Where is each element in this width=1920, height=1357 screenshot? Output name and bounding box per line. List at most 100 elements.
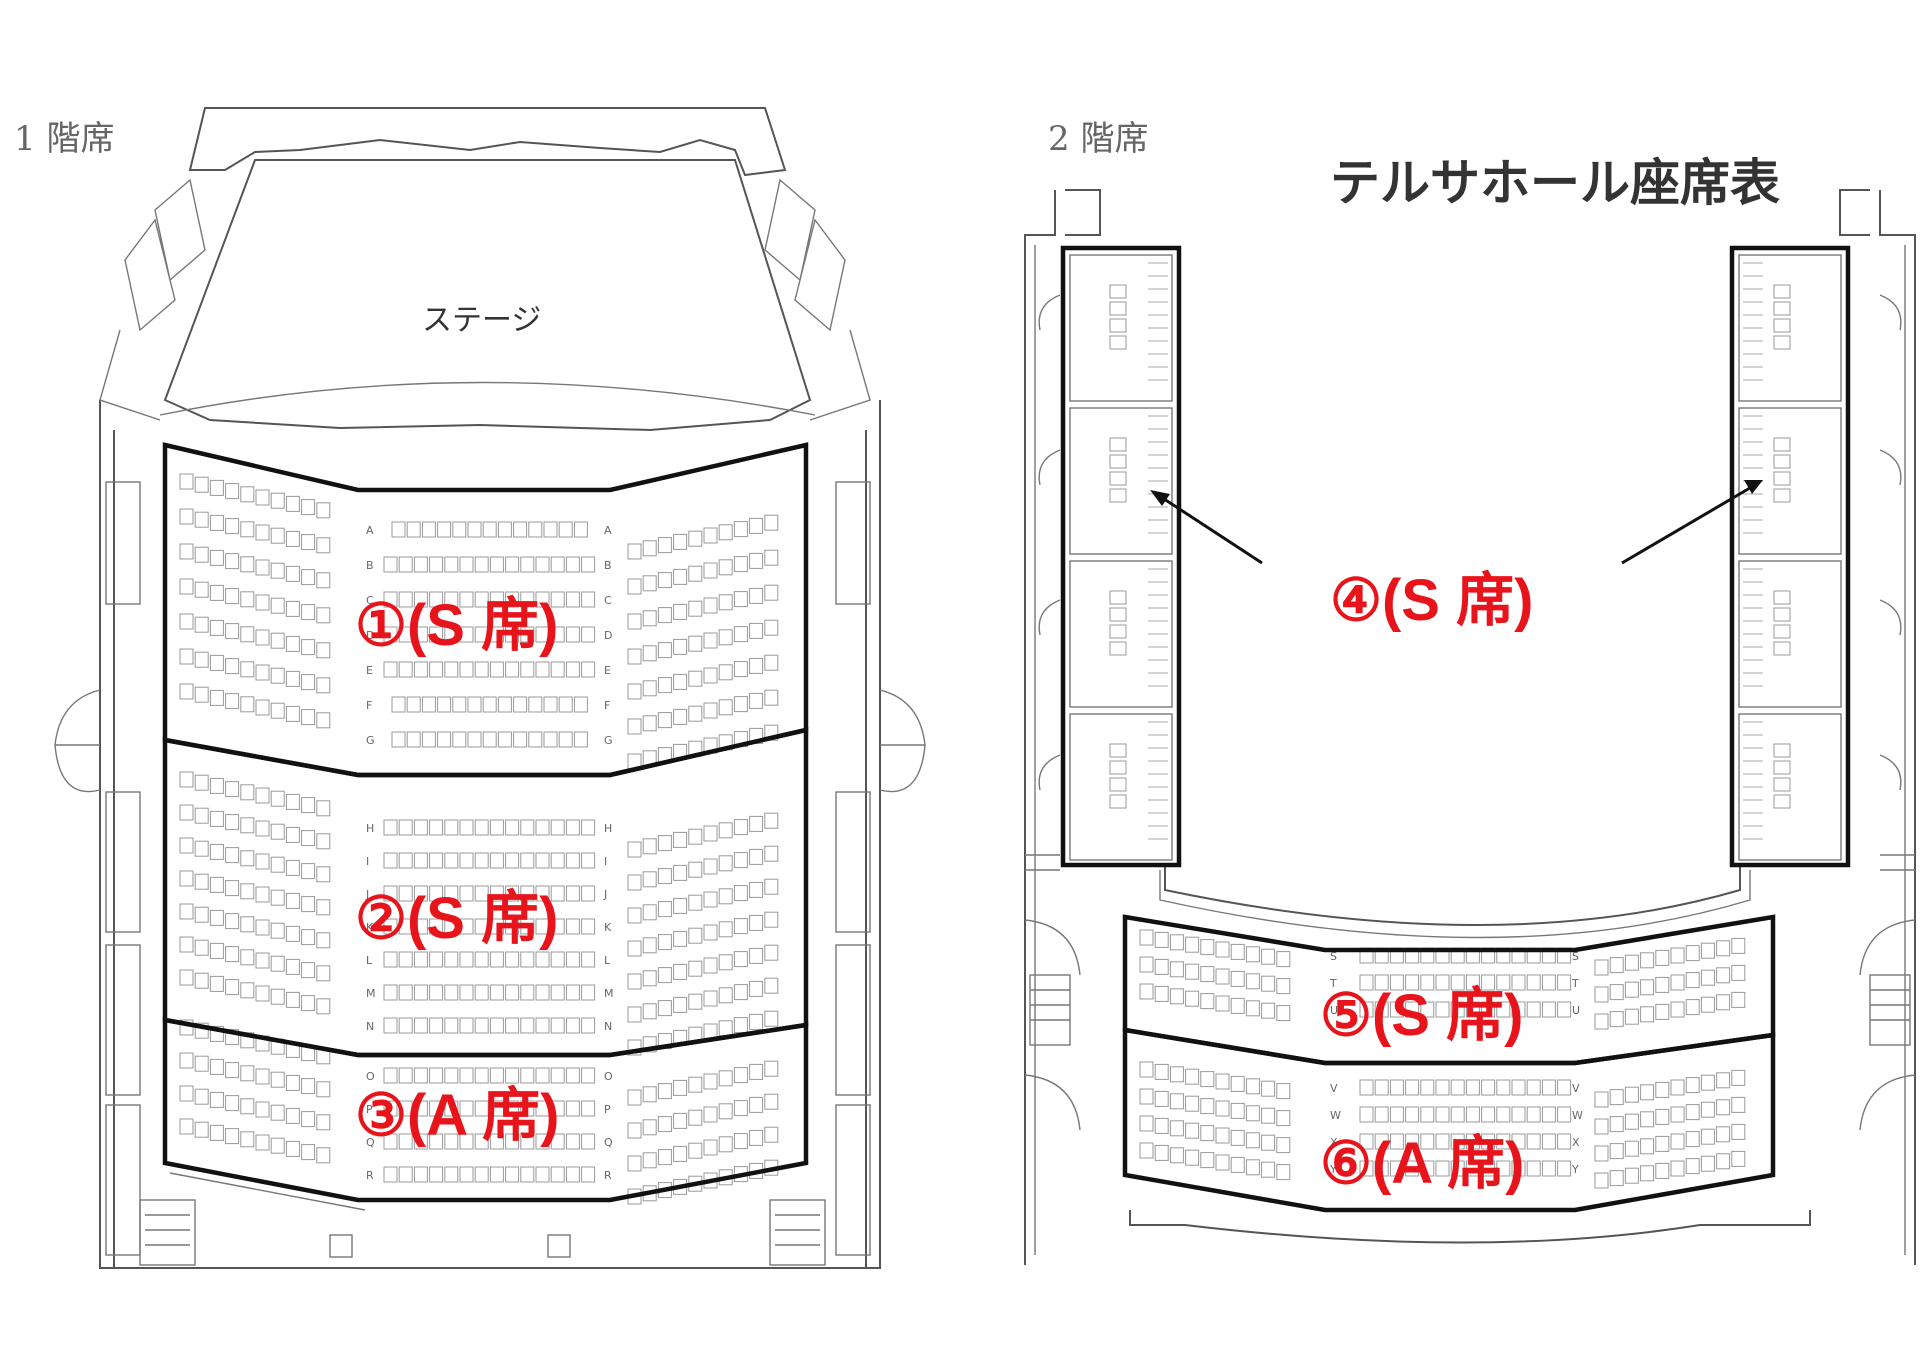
box-seat — [1109, 590, 1127, 605]
seat — [505, 626, 520, 643]
box-seat — [1109, 335, 1127, 350]
seat — [703, 957, 718, 974]
right-box-frame — [1738, 560, 1842, 708]
seat — [718, 855, 733, 872]
seat — [489, 591, 504, 608]
seat — [749, 848, 764, 865]
seat — [1450, 1106, 1465, 1123]
seat — [1276, 978, 1291, 995]
seat — [642, 970, 657, 987]
seat — [429, 1100, 444, 1117]
seat — [749, 622, 764, 639]
seat — [581, 626, 596, 643]
row-letter-left: E — [366, 664, 373, 677]
seat — [550, 556, 565, 573]
seat — [1526, 1079, 1541, 1096]
seat — [673, 638, 688, 655]
seat — [301, 929, 316, 946]
seat — [285, 793, 300, 810]
seat — [1450, 1079, 1465, 1096]
seat — [718, 664, 733, 681]
seat — [255, 787, 270, 804]
seat — [489, 1067, 504, 1084]
box-seat — [1773, 743, 1791, 758]
seat — [642, 645, 657, 662]
seat — [398, 951, 413, 968]
seat — [1557, 1160, 1572, 1177]
seat — [673, 996, 688, 1013]
seat — [764, 619, 779, 636]
seat — [398, 626, 413, 643]
seat — [718, 987, 733, 1004]
balcony-rail-inner — [1159, 870, 1751, 939]
row-letter-left: V — [1330, 1082, 1338, 1095]
seat — [429, 1067, 444, 1084]
seat — [1230, 1156, 1245, 1173]
seat — [688, 530, 703, 547]
seat — [1450, 1133, 1465, 1150]
seat — [179, 771, 194, 788]
seat — [301, 674, 316, 691]
seat — [194, 873, 209, 890]
seat — [429, 1166, 444, 1183]
second-floor-right-wall — [1839, 189, 1916, 1265]
seat — [452, 731, 467, 748]
seat — [673, 1112, 688, 1129]
seat — [627, 973, 642, 990]
seat — [270, 1071, 285, 1088]
seat — [573, 696, 588, 713]
seat — [285, 1074, 300, 1091]
row-letter-left: I — [366, 855, 369, 868]
seat — [627, 1155, 642, 1172]
seat — [1481, 1001, 1496, 1018]
seat — [270, 856, 285, 873]
seat — [285, 635, 300, 652]
seat — [1185, 1068, 1200, 1085]
seat — [1420, 974, 1435, 991]
row-letter-right: J — [603, 888, 607, 901]
seat — [209, 909, 224, 926]
right-box-frame — [1738, 713, 1842, 861]
seat — [179, 1118, 194, 1135]
seat — [270, 1104, 285, 1121]
seat — [505, 1166, 520, 1183]
seat — [642, 871, 657, 888]
row-letter-left: J — [365, 888, 369, 901]
left-box-frame — [1069, 713, 1173, 861]
seat — [444, 1166, 459, 1183]
seat — [1230, 943, 1245, 960]
seat — [550, 1100, 565, 1117]
seat — [398, 1067, 413, 1084]
seat — [421, 521, 436, 538]
seat — [657, 901, 672, 918]
seat — [1261, 948, 1276, 965]
seat — [505, 819, 520, 836]
seat — [505, 1067, 520, 1084]
seat — [1716, 1099, 1731, 1116]
seat — [505, 984, 520, 1001]
seat — [179, 648, 194, 665]
seat — [1731, 991, 1746, 1008]
seat — [1655, 1162, 1670, 1179]
seat — [565, 852, 580, 869]
seat — [316, 899, 331, 916]
seat — [642, 937, 657, 954]
seat — [1496, 1106, 1511, 1123]
row-letter-left: F — [366, 699, 372, 712]
seat — [520, 556, 535, 573]
seat — [1557, 974, 1572, 991]
seat — [474, 1166, 489, 1183]
seat — [1624, 1086, 1639, 1103]
seat — [520, 626, 535, 643]
seat — [642, 1003, 657, 1020]
seat — [1526, 1160, 1541, 1177]
seat — [194, 774, 209, 791]
seat — [301, 534, 316, 551]
row-letter-right: T — [1571, 977, 1579, 990]
seat — [1496, 1001, 1511, 1018]
row-letter-right: G — [604, 734, 613, 747]
seat — [1389, 1160, 1404, 1177]
seat — [703, 667, 718, 684]
seat — [413, 556, 428, 573]
